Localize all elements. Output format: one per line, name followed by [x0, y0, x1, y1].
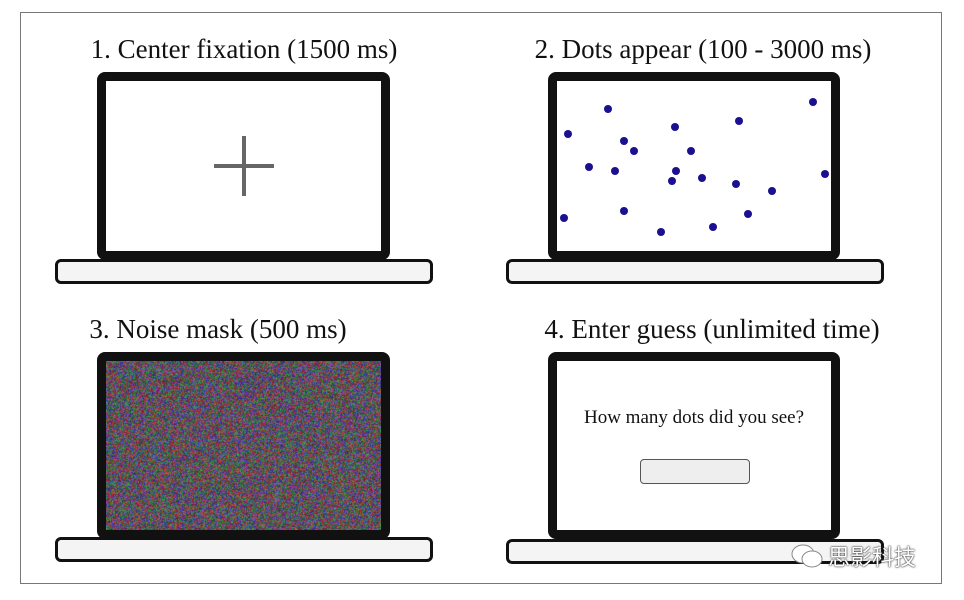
watermark: 思影科技 [790, 540, 916, 572]
dot [620, 207, 628, 215]
laptop-4-screen: How many dots did you see? [548, 352, 840, 539]
dot [611, 167, 619, 175]
dot [668, 177, 676, 185]
panel-1-title: 1. Center fixation (1500 ms) [91, 34, 398, 65]
panel-4-title: 4. Enter guess (unlimited time) [544, 314, 879, 345]
dot [564, 130, 572, 138]
dot [698, 174, 706, 182]
dot [744, 210, 752, 218]
dot [735, 117, 743, 125]
panel-2-title: 2. Dots appear (100 - 3000 ms) [535, 34, 872, 65]
dot [585, 163, 593, 171]
dot [672, 167, 680, 175]
dot [732, 180, 740, 188]
dot [604, 105, 612, 113]
fixation-cross-vertical [242, 136, 246, 196]
dot [821, 170, 829, 178]
dot [657, 228, 665, 236]
panel-3-title: 3. Noise mask (500 ms) [89, 314, 346, 345]
noise-mask [106, 361, 381, 530]
wechat-icon [790, 543, 824, 569]
laptop-2-screen [548, 72, 840, 260]
dot [671, 123, 679, 131]
laptop-3-screen [97, 352, 390, 539]
guess-question: How many dots did you see? [557, 407, 831, 429]
laptop-1-base [55, 259, 433, 284]
dot [687, 147, 695, 155]
guess-input[interactable] [640, 459, 750, 484]
dot [709, 223, 717, 231]
dot [560, 214, 568, 222]
laptop-1-screen [97, 72, 390, 260]
dot [768, 187, 776, 195]
laptop-2-base [506, 259, 884, 284]
watermark-text: 思影科技 [828, 540, 916, 572]
dot [630, 147, 638, 155]
dots-display [557, 81, 831, 251]
dot [620, 137, 628, 145]
dot [809, 98, 817, 106]
laptop-3-base [55, 537, 433, 562]
